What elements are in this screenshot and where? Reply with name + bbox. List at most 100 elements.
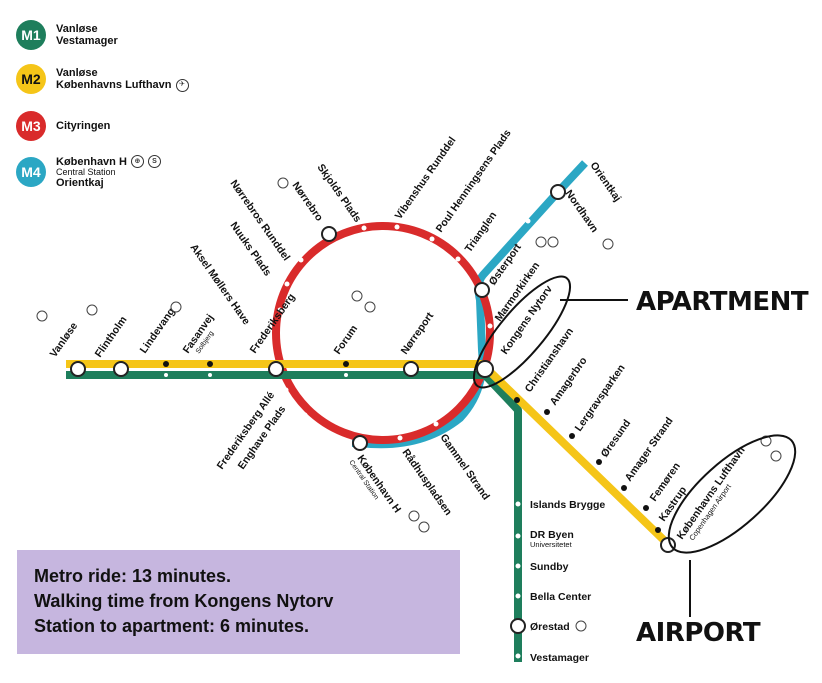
train-icon <box>547 236 559 248</box>
ring-dot-enghave-plads <box>302 412 308 418</box>
label-dr-byen: DR Byen <box>530 529 574 541</box>
station-vestamager[interactable] <box>515 653 521 659</box>
station-frederiksberg[interactable] <box>268 361 284 377</box>
station-fasanvej[interactable] <box>207 361 213 367</box>
station-norrebro[interactable] <box>321 226 337 242</box>
station-nordhavn[interactable] <box>550 184 566 200</box>
ring-dot-gammel-strand <box>433 421 439 427</box>
station-vanlose[interactable] <box>70 361 86 377</box>
station-bella-center[interactable] <box>515 593 521 599</box>
legend-m1-to: Vestamager <box>56 35 118 47</box>
travel-info-box: Metro ride: 13 minutes. Walking time fro… <box>17 550 460 654</box>
label-trianglen: Trianglen <box>463 210 500 255</box>
legend-m3-name: Cityringen <box>56 120 111 132</box>
m4-badge: M4 <box>16 157 46 187</box>
ring-dot-vibenshus-runddel <box>394 224 400 230</box>
train-icon <box>351 290 363 302</box>
station-orestad[interactable] <box>510 618 526 634</box>
label-orestad: Ørestad <box>530 621 570 633</box>
label-orientkaj: Orientkaj <box>588 160 624 204</box>
ring-dot-trianglen <box>455 256 461 262</box>
m2-line <box>66 360 675 551</box>
m4-dot <box>525 218 531 224</box>
legend-m1-from: Vanløse <box>56 23 98 35</box>
airport-icon <box>760 435 772 447</box>
label-norrebro: Nørrebro <box>290 180 326 224</box>
train-icon <box>418 521 430 533</box>
m2-badge: M2 <box>16 64 46 94</box>
legend-m2-from: Vanløse <box>56 66 98 79</box>
m1-badge: M1 <box>16 20 46 50</box>
ring-dot-marmorkirken <box>487 323 493 329</box>
train-icon: ⊕ <box>130 155 144 168</box>
label-vestamager: Vestamager <box>530 652 589 664</box>
airport-callout: AIRPORT <box>636 618 761 648</box>
train-icon <box>602 238 614 250</box>
label-gammel-strand: Gammel Strand <box>438 432 492 502</box>
label-islands-brygge: Islands Brygge <box>530 499 605 511</box>
ring-dot-nuuks-plads <box>284 281 290 287</box>
train-icon <box>364 301 376 313</box>
legend-m4-from-sub: Central Station <box>56 167 116 177</box>
station-sundby[interactable] <box>515 563 521 569</box>
station-norreport[interactable] <box>403 361 419 377</box>
label-dr-byen-sub: Universitetet <box>530 540 573 549</box>
ring-dot-radhuspladsen <box>397 435 403 441</box>
legend-m4-to: Orientkaj <box>56 177 104 189</box>
station-osterport[interactable] <box>474 282 490 298</box>
station-femoren[interactable] <box>643 505 649 511</box>
station-flintholm[interactable] <box>113 361 129 377</box>
m3-ring <box>272 222 494 444</box>
station-amagerbro[interactable] <box>544 409 550 415</box>
station-dr-byen[interactable] <box>515 533 521 539</box>
legend-m4: M4 København H⊕S Central Station Orientk… <box>16 155 161 189</box>
m1-dot-forum <box>344 373 348 377</box>
station-forum[interactable] <box>343 361 349 367</box>
station-islands-brygge[interactable] <box>515 501 521 507</box>
rail-icon: S <box>147 155 161 168</box>
airport-icon: ✈ <box>175 78 189 92</box>
label-oresund: Øresund <box>599 417 634 459</box>
legend-m2: M2 Vanløse Københavns Lufthavn✈ <box>16 64 189 94</box>
apartment-highlight <box>472 275 572 389</box>
station-lindevang[interactable] <box>163 361 169 367</box>
station-kastrup[interactable] <box>655 527 661 533</box>
m3-badge: M3 <box>16 111 46 141</box>
train-icon <box>408 510 420 522</box>
station-kongens-nytorv[interactable] <box>476 360 494 378</box>
walking-time-text-2: Station to apartment: 6 minutes. <box>34 616 310 636</box>
airport-highlight <box>667 434 797 554</box>
train-icon <box>86 304 98 316</box>
legend-m2-to: Københavns Lufthavn <box>56 79 172 91</box>
label-nordhavn: Nordhavn <box>563 188 601 235</box>
label-vanlose: Vanløse <box>48 320 81 360</box>
m1-dot-fasanvej <box>208 373 212 377</box>
train-icon <box>575 620 587 632</box>
m1-dot-lindevang <box>164 373 168 377</box>
station-christianshavn[interactable] <box>514 397 520 403</box>
train-icon <box>277 177 289 189</box>
ring-dot-poul-henningsens-plads <box>429 236 435 242</box>
station-amager-strand[interactable] <box>621 485 627 491</box>
train-icon <box>535 236 547 248</box>
legend-m3: M3 Cityringen <box>16 111 110 141</box>
label-norreport: Nørreport <box>399 310 437 357</box>
station-kobenhavn-h[interactable] <box>352 435 368 451</box>
label-sundby: Sundby <box>530 561 569 573</box>
train-icon <box>36 310 48 322</box>
legend-m4-from: København H <box>56 155 127 168</box>
ring-dot-norrebros-runddel <box>298 257 304 263</box>
station-oresund[interactable] <box>596 459 602 465</box>
ring-dot-skjolds-plads <box>361 225 367 231</box>
station-lergravsparken[interactable] <box>569 433 575 439</box>
label-frederiksberg: Frederiksberg <box>248 291 298 355</box>
train-icon <box>170 301 182 313</box>
label-aksel: Aksel Møllers Have <box>188 242 253 327</box>
airport-icon <box>770 450 782 462</box>
legend-m1: M1 Vanløse Vestamager <box>16 20 118 50</box>
label-bella-center: Bella Center <box>530 591 591 603</box>
ring-dot-aksel-mollers-have <box>277 307 283 313</box>
ring-dot-frederiksberg-alle <box>283 387 289 393</box>
metro-ride-text: Metro ride: 13 minutes. <box>34 566 232 586</box>
